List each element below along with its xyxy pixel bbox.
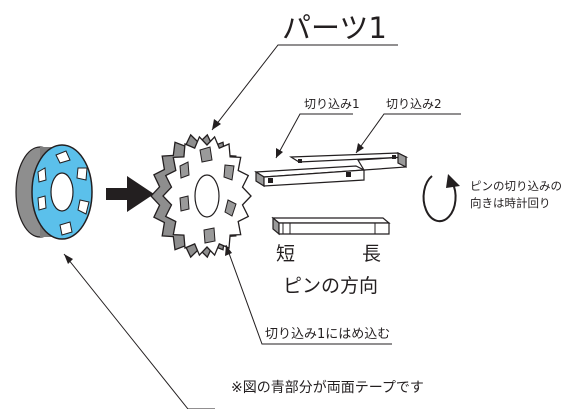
leader-tape bbox=[63, 253, 215, 409]
right-arrow-icon bbox=[106, 176, 154, 212]
fit-notch1-label: 切り込み1にはめ込む bbox=[265, 327, 390, 342]
clockwise-arrow-icon bbox=[422, 174, 460, 223]
tape-wheel bbox=[15, 144, 93, 240]
leader-notch1 bbox=[275, 113, 353, 159]
tape-note: ※図の青部分が両面テープです bbox=[231, 380, 424, 396]
leader-fit bbox=[225, 244, 392, 345]
leader-part1 bbox=[211, 44, 398, 131]
pin-notch2 bbox=[289, 152, 409, 171]
gear-part1 bbox=[150, 133, 252, 259]
leader-lines bbox=[63, 44, 461, 409]
short-label: 短 bbox=[276, 243, 295, 265]
part1-label: パーツ1 bbox=[282, 11, 387, 45]
pin-direction-label: ピンの方向 bbox=[283, 275, 378, 297]
leader-notch2 bbox=[355, 113, 461, 154]
notch2-label: 切り込み2 bbox=[386, 97, 442, 111]
pin-rotation-line1: ピンの切り込みの bbox=[470, 179, 562, 193]
pin-rotation-line2: 向きは時計回り bbox=[470, 196, 551, 210]
notch1-label: 切り込み1 bbox=[304, 97, 360, 111]
pin-notch1 bbox=[254, 165, 367, 188]
long-label: 長 bbox=[362, 243, 381, 265]
pin-direction bbox=[271, 216, 391, 236]
